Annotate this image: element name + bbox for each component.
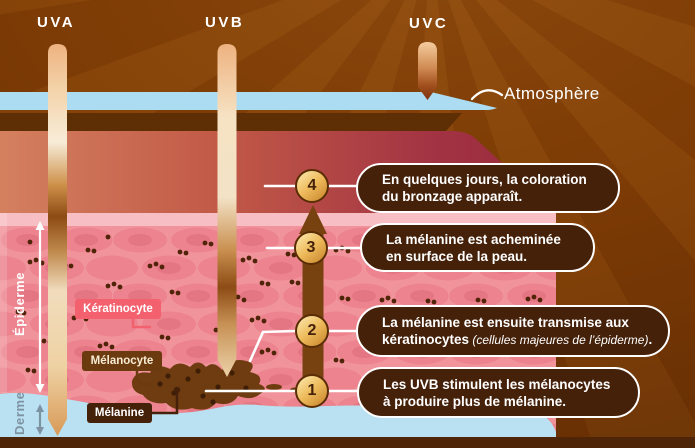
step-2-callout: La mélanine est ensuite transmise aux ké… [356,305,670,357]
melanin-fragment [266,384,282,390]
melanocyte-granules [157,368,249,405]
step-3-badge: 3 [294,231,328,265]
epidermis-surface-strip [0,213,556,226]
melanocyte-connector [135,368,154,387]
epidermis-left-highlight [0,213,7,393]
melanocyte-label: Mélanocyte [82,351,162,371]
callout-line: Les UVB stimulent les mélanocytes [383,376,611,392]
atmosphere-arc-icon [470,89,504,101]
step-1-callout: Les UVB stimulent les mélanocytes à prod… [357,367,640,418]
uvb-ray [217,44,237,377]
dermis-layer [0,393,556,437]
uva-label: UVA [37,14,76,31]
callout-line: à produire plus de mélanine. [383,393,567,409]
melanin-label: Mélanine [87,403,152,423]
epidermis-extent-arrow [35,221,45,393]
keratinocyte-label: Kératinocyte [75,299,161,319]
uva-ray [48,44,67,436]
callout-line: La mélanine est ensuite transmise aux [382,314,629,330]
atmosphere-label: Atmosphère [504,84,600,103]
dermis-label: Derme [12,391,27,435]
step-2-badge: 2 [295,314,329,348]
bottom-border-strip [0,437,695,448]
uvb-label: UVB [205,14,245,31]
callout-line: en surface de la peau. [386,248,528,264]
uvc-label: UVC [409,15,449,32]
dermis-extent-arrow [36,404,44,435]
epidermis-label: Épiderme [12,271,27,337]
step-3-callout: La mélanine est acheminée en surface de … [360,223,595,272]
callout-line: kératinocytes (cellules majeures de l’ép… [382,331,653,347]
uvc-ray [418,42,437,100]
melanin-connector [152,386,181,415]
step-4-callout: En quelques jours, la coloration du bron… [356,163,620,213]
callout-line: La mélanine est acheminée [386,231,561,247]
step-1-badge: 1 [295,374,329,408]
keratinocyte-connector [131,316,151,329]
callout-line: du bronzage apparaît. [382,189,523,204]
step-4-badge: 4 [295,169,329,203]
atmosphere-band [0,92,497,110]
connector-step2-left [248,329,298,363]
callout-line: En quelques jours, la coloration [382,172,587,187]
